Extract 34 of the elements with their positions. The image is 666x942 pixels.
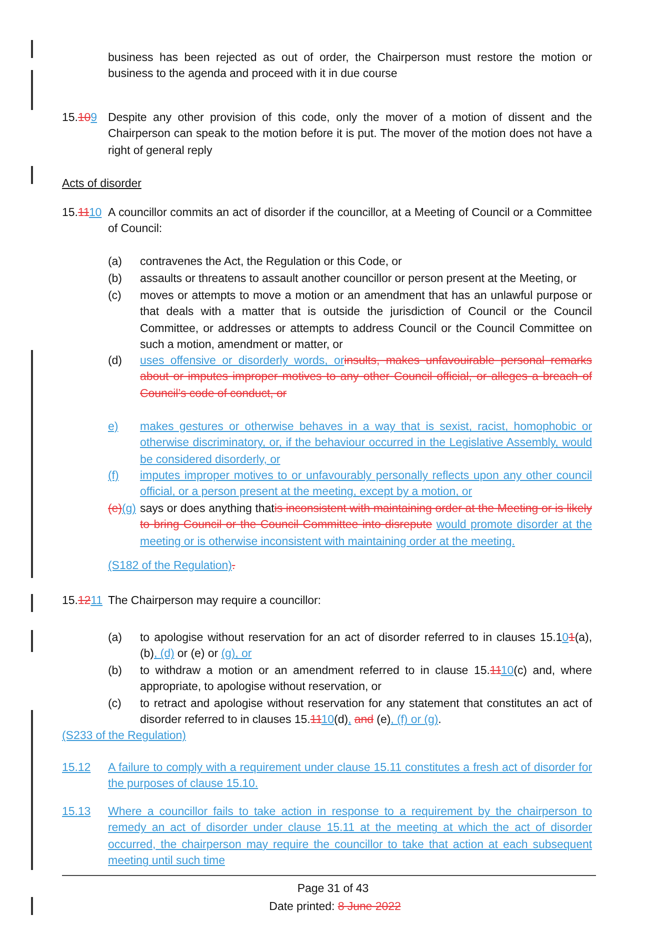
section-heading: Acts of disorder [62,177,142,192]
print-date: Date printed: 8 June 2022 [269,900,401,915]
clause-number: 15.13 [62,805,91,820]
list-item-text: to apologise without reservation for an act of disorder referred to in clauses 15.101(a), (b), (d) or (e) or (g), or [140,631,592,662]
item-marker: (f) [108,469,119,484]
clause-text: Despite any other provision of this code, only the mover of a motion of dissent and the Chairperson can speak to the motion before it is put. The mover of the motion does not have a right of general reply [108,111,592,159]
list-item-text: assaults or threatens to assault another councillor or person present at the Meeting, or [140,272,578,287]
list-item-text: imputes improper motives to or unfavourably personally reflects upon any other council official, or a person present at the meeting, except by a motion, or [140,469,592,500]
item-marker: e) [108,420,118,435]
item-marker: (a) [108,255,122,270]
list-item-text: contravenes the Act, the Regulation or this Code, or [140,255,403,270]
item-marker: (b) [108,272,122,287]
list-item-text: to retract and apologise without reservation for any statement that constitutes an act of disorder referred to in clauses 15.1110(d), and (e), (f) or (g). [140,697,592,728]
item-marker: (c) [108,289,122,304]
list-item-text: moves or attempts to move a motion or an amendment that has an unlawful purpose or that deals with a matter that is outside the jurisdiction of Council or the Council Committee, or addresses or attempts to address Council or the Council Committee on such a motion, amendment or matter, or [140,289,592,354]
clause-text: A failure to comply with a requirement under clause 15.11 constitutes a fresh act of disorder for the purposes of clause 15.10. [108,761,592,792]
item-marker: (b) [108,664,122,679]
list-item-text: uses offensive or disorderly words, orinsults, makes unfavouirable personal remarks about or imputes improper motives to any other Council official, or alleges a breach of Council’s code of conduct, or [140,354,592,402]
clause-number: 15.1211 [62,594,103,609]
clause-text: Where a councillor fails to take action in response to a requirement by the chairperson to remedy an act of disorder under clause 15.11 at the meeting at which the act of disorder occurred, the chairperson may require the councillor to take that action at each subsequent meeting until such time [108,805,592,870]
clause-number: 15.1110 [62,206,102,221]
list-item-text: says or does anything thatis inconsistent with maintaining order at the Meeting or is likely to bring Council or the Council Committee into disrepute would promote disorder at the meeting or is otherwise inconsistent with maintaining order at the meeting. [140,502,592,550]
item-marker: (e)(g) [108,502,136,517]
clause-text: The Chairperson may require a councillor: [108,594,322,609]
item-marker: (a) [108,631,122,646]
clause-number: 15.109 [62,111,98,126]
item-marker: (d) [108,354,122,369]
clause-text: business has been rejected as out of order, the Chairperson must restore the motion or business to the agenda and proceed with it in due course [108,51,592,82]
item-marker: (c) [108,697,122,712]
clause-number: 15.12 [62,761,91,776]
page-number: Page 31 of 43 [297,882,369,897]
regulation-reference: (S233 of the Regulation) [62,729,186,744]
regulation-reference: (S182 of the Regulation). [108,559,236,574]
clause-text: A councillor commits an act of disorder if the councillor, at a Meeting of Council or a Committee of Council: [108,206,592,238]
